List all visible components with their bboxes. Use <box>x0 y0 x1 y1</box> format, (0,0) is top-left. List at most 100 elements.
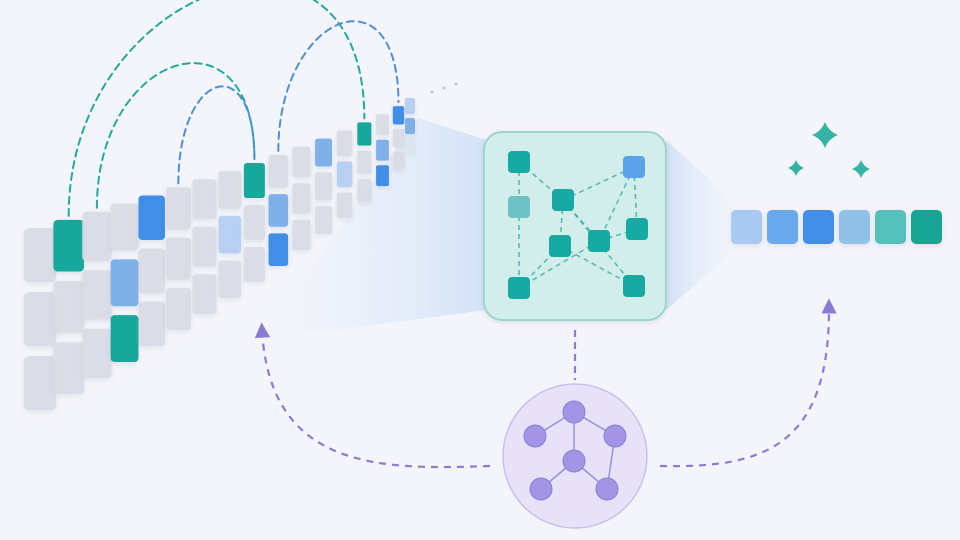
token-cell <box>315 172 332 201</box>
token-cell <box>376 114 389 136</box>
token-cell <box>268 154 289 188</box>
graph-edge <box>562 166 635 201</box>
token-cell <box>192 226 217 267</box>
token-cell-highlight <box>405 98 415 114</box>
attention-arc <box>177 85 256 185</box>
structure-module <box>502 330 648 529</box>
token-cell <box>53 281 84 333</box>
arrow-to-output <box>659 298 837 468</box>
sparkle-icon <box>852 160 870 178</box>
graph-panel <box>483 131 667 321</box>
token-cell <box>24 356 56 410</box>
ellipsis-dot <box>442 86 446 90</box>
graph-node <box>623 156 645 178</box>
token-cell <box>405 138 415 154</box>
structure-node <box>562 400 586 424</box>
token-cell <box>165 187 191 230</box>
token-cell <box>243 247 265 282</box>
output-token <box>875 210 906 244</box>
token-cell-highlight <box>376 165 389 187</box>
beam-left <box>260 118 486 340</box>
token-cell <box>292 183 311 214</box>
token-cell <box>138 248 165 293</box>
graph-node <box>549 235 571 257</box>
token-cell-highlight <box>243 163 265 198</box>
token-cell <box>218 260 241 298</box>
structure-node <box>523 424 547 448</box>
token-cell <box>165 237 191 280</box>
token-cell-highlight <box>110 259 139 307</box>
token-cell-highlight <box>376 139 389 161</box>
structure-node <box>529 477 553 501</box>
token-cell <box>292 219 311 251</box>
graph-edge <box>598 166 635 242</box>
attention-arcs <box>67 0 400 217</box>
structure-node <box>595 477 619 501</box>
token-cell-highlight <box>218 215 241 254</box>
graph-node <box>552 189 574 211</box>
graph-node <box>508 277 530 299</box>
attention-arc <box>277 20 400 152</box>
graph-edge <box>598 228 638 242</box>
token-cell <box>165 287 191 330</box>
graph-node <box>623 275 645 297</box>
output-token <box>731 210 762 244</box>
graph-node <box>508 196 530 218</box>
token-cell <box>392 128 405 148</box>
token-cell <box>138 301 165 346</box>
sparkle-icon <box>812 122 838 148</box>
graph-module <box>483 131 667 321</box>
sparkle-icons <box>788 122 870 178</box>
token-cell-highlight <box>336 161 353 187</box>
graph-edge <box>518 240 600 289</box>
token-cell <box>192 179 217 220</box>
ellipsis-dot <box>454 82 458 86</box>
token-cell <box>357 150 372 174</box>
token-cell <box>392 151 405 170</box>
token-cell-highlight <box>138 195 165 240</box>
token-cell <box>110 203 139 251</box>
output-token <box>803 210 834 244</box>
attention-arc <box>67 0 366 217</box>
token-cell <box>82 211 112 262</box>
ellipsis-dot <box>430 90 434 94</box>
token-cell-highlight <box>315 138 332 167</box>
output-sequence <box>731 210 942 244</box>
graph-node <box>626 218 648 240</box>
arrow-to-grid <box>254 322 491 469</box>
token-cell-highlight <box>268 194 289 227</box>
token-cell <box>336 130 353 156</box>
token-cell <box>82 328 112 379</box>
token-cell-highlight <box>110 315 139 362</box>
token-cell <box>218 171 241 209</box>
token-grid <box>24 82 458 410</box>
token-cell-highlight <box>53 219 84 272</box>
token-cell-highlight <box>405 118 415 134</box>
token-cell-highlight <box>357 122 372 146</box>
token-cell <box>357 178 372 202</box>
beam-right <box>666 140 738 310</box>
output-token <box>767 210 798 244</box>
structure-node <box>562 449 586 473</box>
token-cell <box>315 206 332 234</box>
graph-node <box>588 230 610 252</box>
graph-node <box>508 151 530 173</box>
token-cell <box>192 274 217 315</box>
token-cell <box>53 342 84 394</box>
attention-beam <box>260 118 738 340</box>
token-cell <box>292 146 311 178</box>
output-token <box>911 210 942 244</box>
token-cell-highlight <box>392 106 405 125</box>
token-cell <box>24 228 56 282</box>
token-cell <box>336 192 353 218</box>
output-token <box>839 210 870 244</box>
token-cell <box>82 270 112 320</box>
token-cell <box>243 205 265 240</box>
token-cell-highlight <box>268 233 289 266</box>
structure-node <box>603 424 627 448</box>
sparkle-icon <box>788 160 804 176</box>
feedback-arrows <box>254 298 837 469</box>
token-cell <box>24 292 56 346</box>
